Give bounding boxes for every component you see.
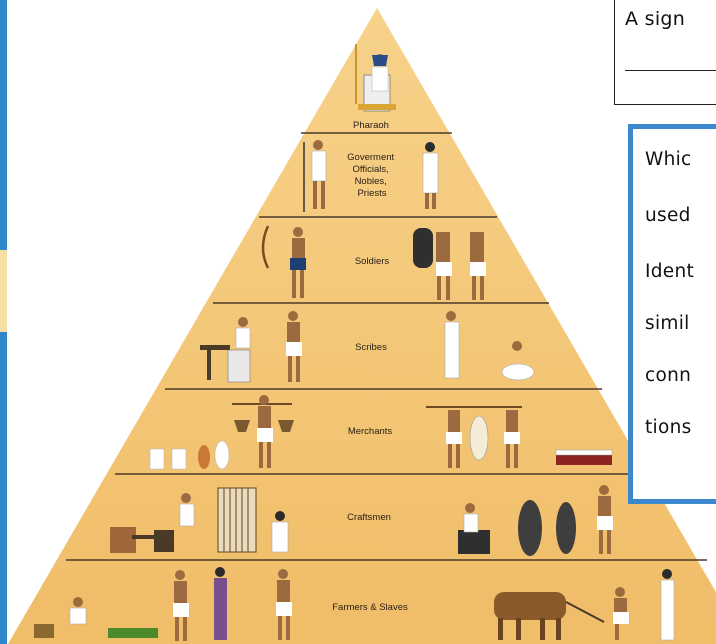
tier-label-soldiers: Soldiers bbox=[355, 256, 390, 267]
tier-label-pharaoh: Pharaoh bbox=[353, 120, 389, 131]
tier-label-farmers-slaves: Farmers & Slaves bbox=[332, 602, 408, 613]
officials-figures bbox=[303, 140, 439, 212]
tier-label-scribes: Scribes bbox=[355, 342, 387, 353]
tier-dividers bbox=[66, 132, 707, 561]
answer-card-text: A sign bbox=[625, 8, 686, 30]
question-line-6: tions bbox=[645, 417, 692, 438]
tier-label-craftsmen: Craftsmen bbox=[347, 512, 391, 523]
farmers-slaves-figures bbox=[34, 567, 675, 641]
answer-line[interactable] bbox=[625, 70, 716, 71]
left-page-fold bbox=[0, 250, 7, 332]
answer-card: A sign bbox=[614, 0, 716, 105]
scribes-figures bbox=[200, 311, 535, 383]
merchants-figures bbox=[149, 395, 613, 470]
question-card: Whic used Ident simil conn tions bbox=[628, 124, 716, 504]
left-page-edge bbox=[0, 0, 7, 644]
tier-label-merchants: Merchants bbox=[348, 426, 393, 437]
question-line-1: Whic bbox=[645, 149, 692, 170]
question-line-3: Ident bbox=[645, 261, 695, 282]
pyramid-shape bbox=[8, 8, 716, 644]
craftsmen-figures bbox=[110, 485, 613, 556]
soldiers-figures bbox=[261, 225, 486, 300]
tier-label-officials: Goverment Officials, Nobles, Priests bbox=[347, 152, 397, 199]
question-line-2: used bbox=[645, 205, 691, 226]
pharaoh-figure bbox=[355, 44, 396, 112]
question-line-5: conn bbox=[645, 365, 692, 386]
question-line-4: simil bbox=[645, 313, 690, 334]
